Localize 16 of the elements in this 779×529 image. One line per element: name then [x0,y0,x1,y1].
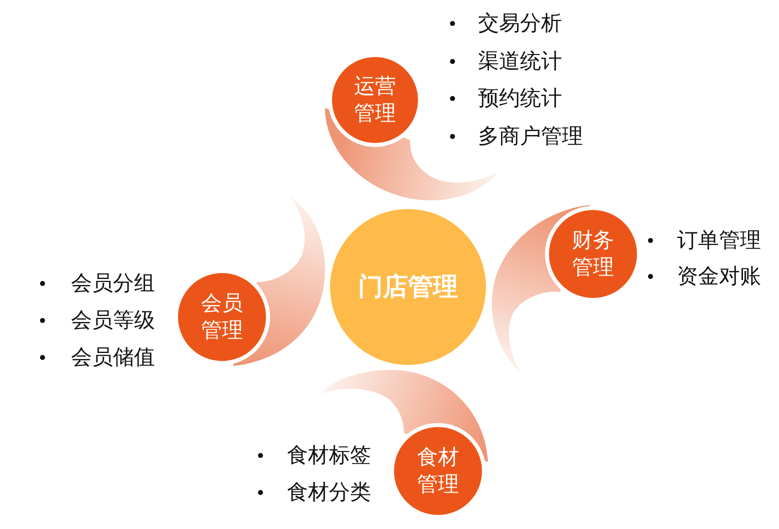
topic-circle: 财务管理 [549,210,637,298]
list-item: 预约统计 [478,85,562,112]
list-item: 交易分析 [478,10,562,37]
list-item: 多商户管理 [478,123,583,150]
list-item: 渠道统计 [478,48,562,75]
list-item: 订单管理 [677,227,761,254]
list-item: 食材标签 [287,442,371,469]
hub-circle: 门店管理 [330,209,486,365]
list-item: 会员分组 [71,270,155,297]
list-item: 资金对账 [677,263,761,290]
topic-circle: 运营管理 [332,57,418,143]
topic-circle: 食材管理 [394,427,482,515]
list-item: 会员等级 [71,307,155,334]
topic-circle: 会员管理 [178,273,266,361]
list-item: 食材分类 [287,479,371,506]
list-item: 会员储值 [71,344,155,371]
